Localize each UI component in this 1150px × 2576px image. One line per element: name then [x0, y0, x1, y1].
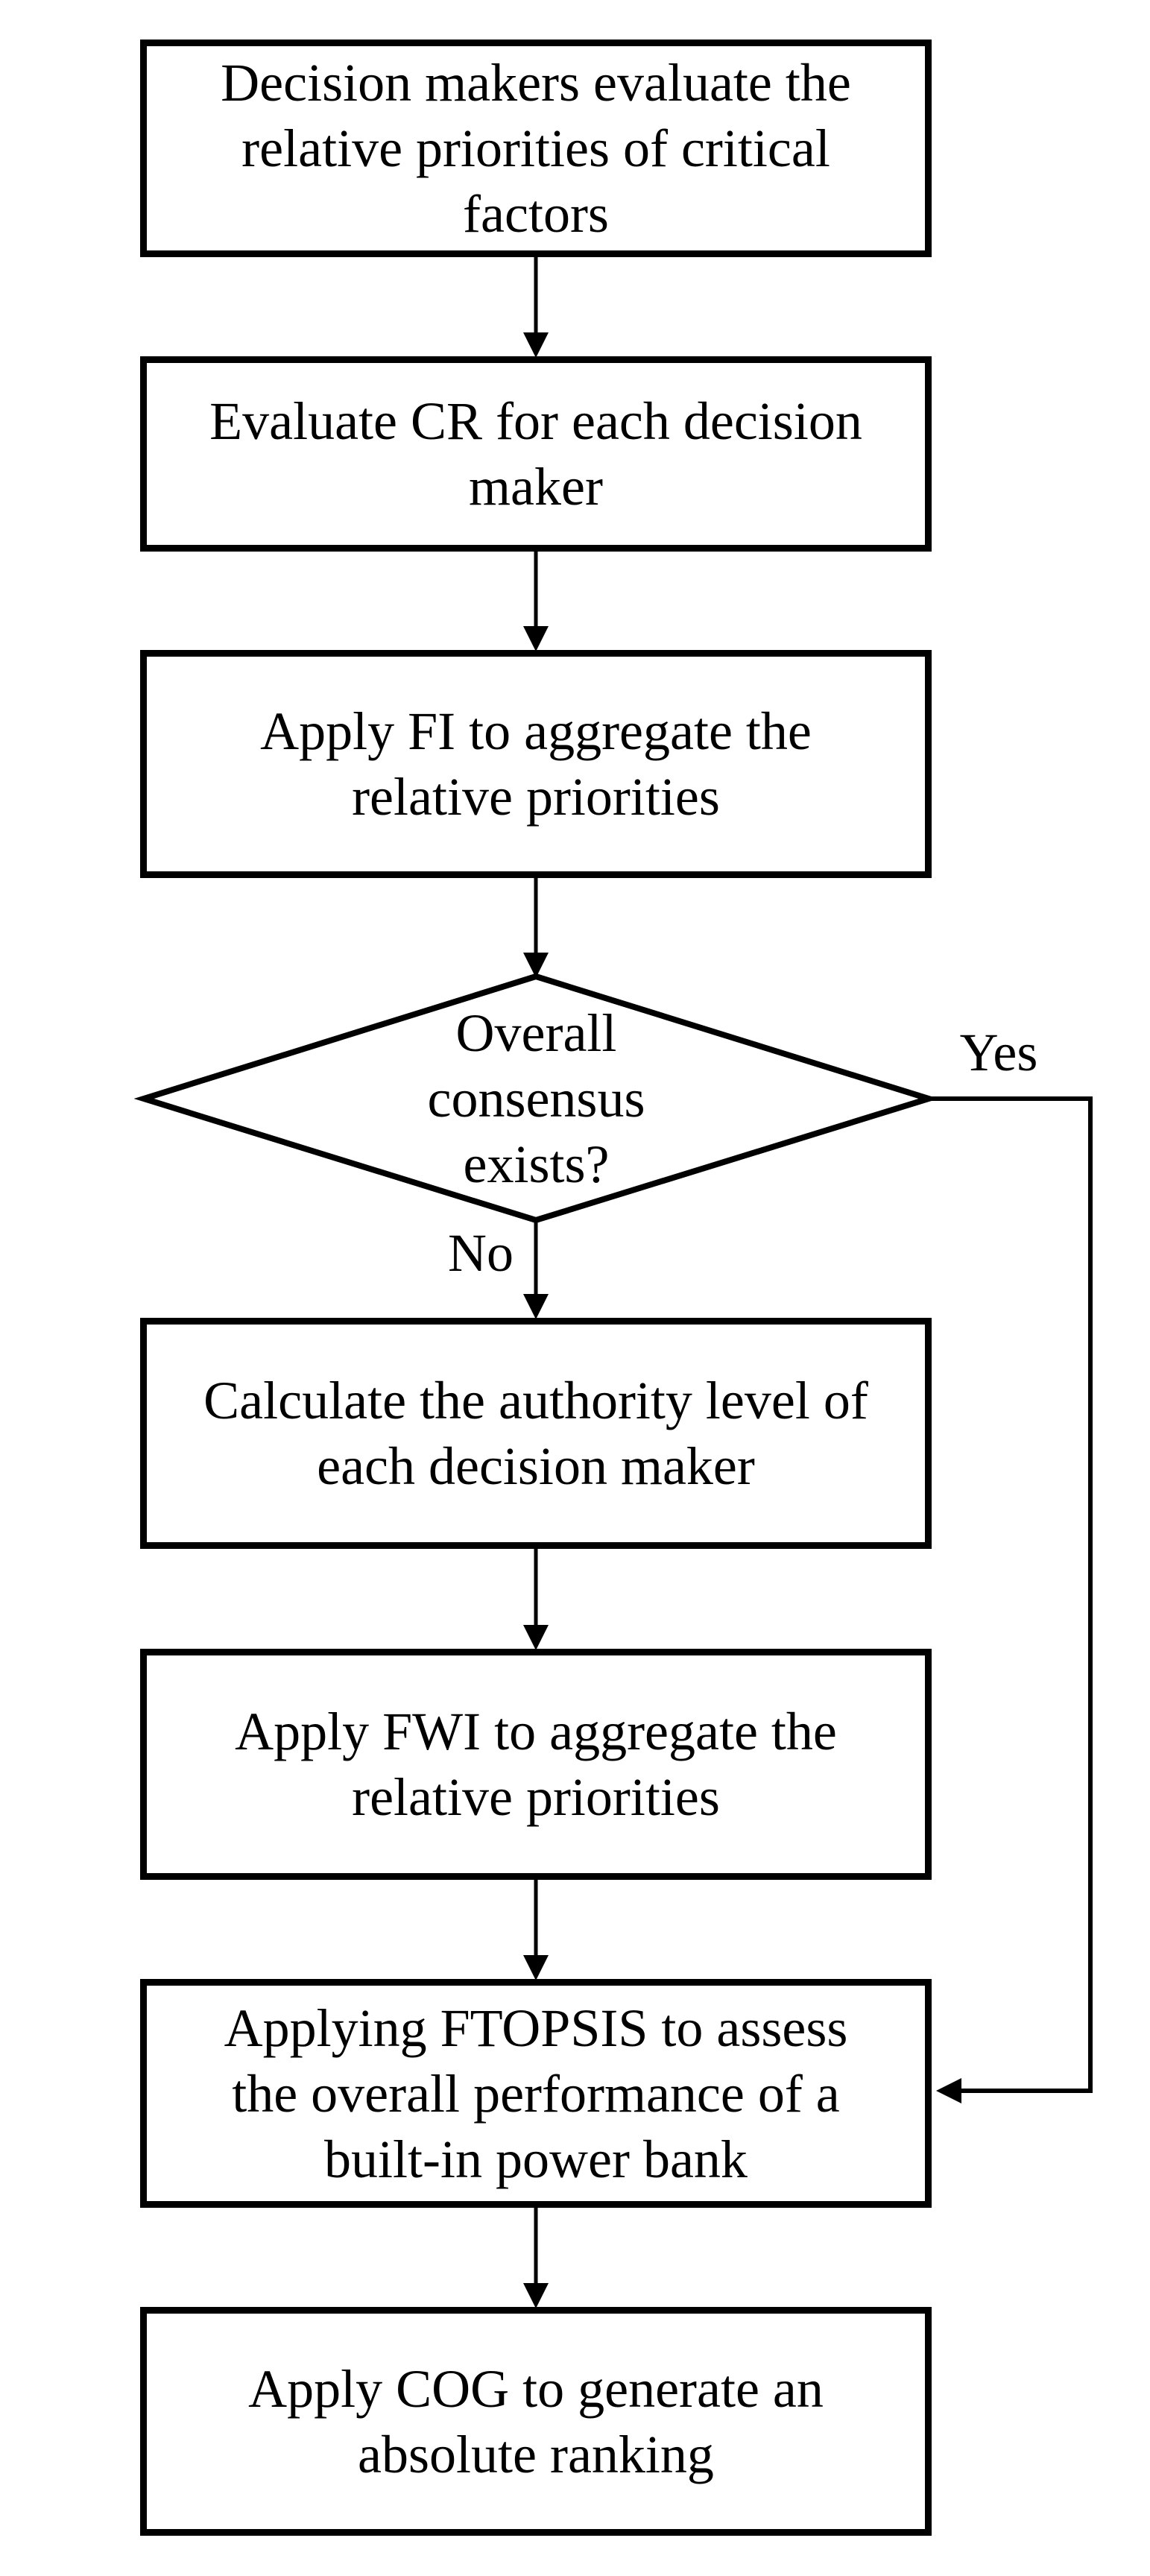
node-apply-fwi: Apply FWI to aggregate the relative prio… [140, 1649, 932, 1880]
arrowhead-into-apply-fwi [523, 1625, 549, 1650]
node-apply-ftopsis: Applying FTOPSIS to assess the overall p… [140, 1979, 932, 2208]
arrowhead-into-authority-level [523, 1294, 549, 1319]
node-evaluate-priorities: Decision makers evaluate the relative pr… [140, 40, 932, 257]
node-apply-cog: Apply COG to generate an absolute rankin… [140, 2307, 932, 2536]
yes-branch-label: Yes [959, 1023, 1038, 1082]
arrowhead-into-ftopsis-top [523, 1955, 549, 1980]
arrowhead-into-evaluate-cr [523, 332, 549, 358]
arrowhead-into-cog [523, 2283, 549, 2308]
arrowhead-into-apply-fi [523, 626, 549, 651]
arrowhead-into-ftopsis-right [936, 2078, 961, 2103]
edge-line-yes-branch [929, 1096, 1093, 2093]
arrowhead-into-consensus [523, 953, 549, 978]
node-apply-fi: Apply FI to aggregate the relative prior… [140, 650, 932, 878]
node-consensus-check-label: Overall consensus exists? [427, 1003, 645, 1194]
no-branch-label: No [448, 1223, 514, 1283]
node-authority-level: Calculate the authority level of each de… [140, 1318, 932, 1549]
node-evaluate-cr: Evaluate CR for each decision maker [140, 356, 932, 552]
